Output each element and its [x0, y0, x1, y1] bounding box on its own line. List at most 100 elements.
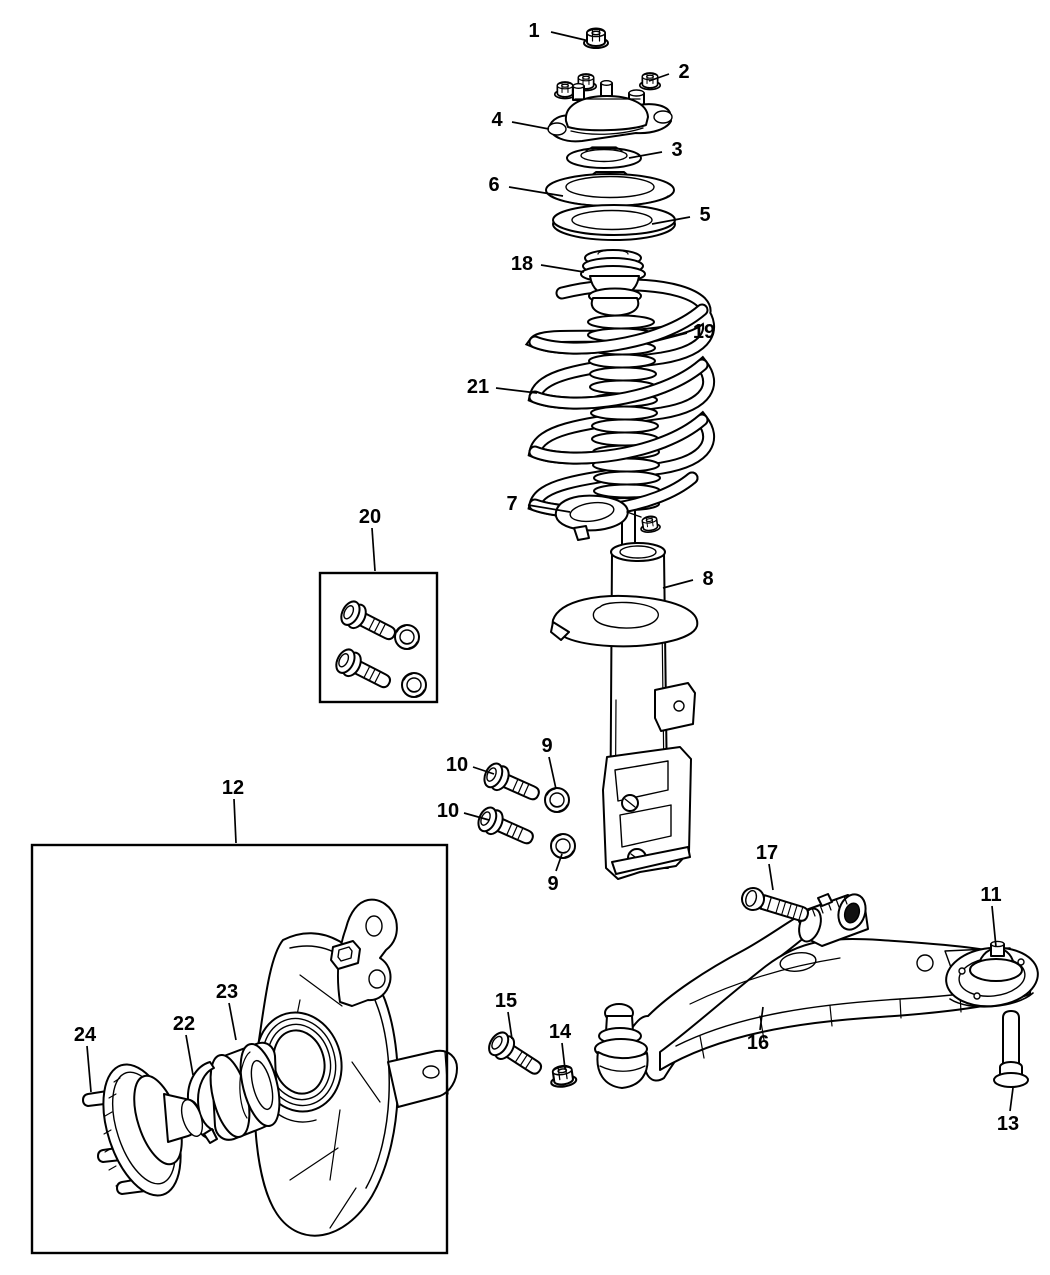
callout-number-c3[interactable]: 3 — [671, 139, 682, 161]
callout-number-c11[interactable]: 11 — [980, 884, 1001, 906]
callout-number-c23[interactable]: 23 — [216, 981, 238, 1003]
callout-number-c13[interactable]: 13 — [997, 1113, 1019, 1135]
callout-number-c8[interactable]: 8 — [702, 568, 713, 590]
wheel-bearing-stroke — [239, 1051, 251, 1119]
control-arm-pivot-bolt-stroke — [766, 896, 772, 912]
callout-c18-jounce-bumper[interactable]: 18 — [511, 253, 585, 275]
callout-c23-wheel-bearing[interactable]: 23 — [216, 981, 238, 1041]
leader-line-c10a — [472, 766, 495, 775]
callout-c10a-strut-to-knuckle-bolt[interactable]: 10 — [446, 754, 495, 776]
strut-mount-stroke — [628, 89, 645, 97]
steering-knuckle-stroke — [365, 915, 383, 937]
steering-knuckle-stroke — [368, 969, 386, 989]
callout-number-c2[interactable]: 2 — [678, 61, 689, 83]
rear-bushing-bolt — [993, 1010, 1029, 1088]
callout-c9a-strut-to-knuckle-nut[interactable]: 9 — [541, 735, 557, 790]
callout-c12-knuckle-and-hub-assembly[interactable]: 12 — [222, 777, 244, 844]
callout-number-c10a[interactable]: 10 — [446, 754, 468, 776]
callout-number-c21[interactable]: 21 — [467, 376, 489, 398]
dust-shield-boot-stroke — [588, 353, 656, 369]
leader-line-c9a — [548, 756, 557, 790]
callout-number-c16[interactable]: 16 — [747, 1032, 769, 1054]
hardware-kit-bolts-stroke — [336, 597, 401, 648]
lower-control-arm — [630, 916, 1033, 1082]
control-arm-rear-end-stroke — [973, 992, 981, 1000]
strut-to-knuckle-nut-lower-stroke — [550, 833, 576, 859]
lower-control-arm-stroke — [916, 954, 934, 972]
strut-stroke — [619, 804, 672, 848]
callout-number-c12[interactable]: 12 — [222, 777, 244, 799]
strut-stroke — [592, 601, 659, 629]
callout-number-c15[interactable]: 15 — [495, 990, 517, 1012]
callout-number-c5[interactable]: 5 — [699, 204, 710, 226]
callout-number-c6[interactable]: 6 — [488, 174, 499, 196]
upper-spring-isolator-stroke — [571, 209, 653, 231]
callout-number-c19[interactable]: 19 — [693, 321, 715, 343]
dust-shield-boot-stroke — [591, 418, 659, 434]
callout-number-c9b[interactable]: 9 — [547, 873, 558, 895]
callout-c15-ball-joint-bolt[interactable]: 15 — [495, 990, 517, 1040]
callout-number-c4[interactable]: 4 — [491, 109, 503, 131]
leader-line-c16 — [759, 1006, 764, 1031]
control-arm-front-bushing-stroke — [817, 893, 833, 907]
callout-c1-strut-mount-nut[interactable]: 1 — [528, 20, 586, 42]
callout-number-c24[interactable]: 24 — [74, 1024, 97, 1046]
callout-c10b-strut-to-knuckle-bolt[interactable]: 10 — [437, 800, 490, 822]
callout-c5-upper-spring-isolator[interactable]: 5 — [651, 204, 711, 226]
callout-number-c20[interactable]: 20 — [359, 506, 381, 528]
callout-c6-upper-spring-seat[interactable]: 6 — [488, 174, 564, 197]
callout-c20-strut-hardware-kit[interactable]: 20 — [359, 506, 381, 572]
wheel-bearing-stroke — [250, 1059, 274, 1111]
leader-line-c14 — [561, 1042, 566, 1070]
callout-number-c17[interactable]: 17 — [756, 842, 778, 864]
ball-joint-bolt — [484, 1027, 548, 1082]
callout-c14-ball-joint-nut[interactable]: 14 — [549, 1021, 572, 1070]
callout-number-c1[interactable]: 1 — [528, 20, 539, 42]
callout-number-c14[interactable]: 14 — [549, 1021, 572, 1043]
callout-c19-dust-shield-boot[interactable]: 19 — [655, 321, 715, 343]
ball-joint-stroke — [599, 1065, 646, 1072]
control-arm-pivot-bolt-stroke — [745, 889, 758, 907]
ball-joint-stroke — [596, 1051, 649, 1089]
dust-shield-boot-stroke — [593, 470, 661, 486]
coil-spring-front-stroke — [530, 305, 707, 353]
strut-mount-nut — [583, 27, 609, 49]
lower-control-arm-stroke — [699, 993, 962, 1059]
upper-spring-isolator — [552, 204, 676, 241]
rear-bushing-bolt-stroke — [993, 1072, 1029, 1088]
callout-c11-control-arm-rear-bushing[interactable]: 11 — [980, 884, 1002, 948]
leader-line-c7 — [527, 504, 571, 513]
callout-number-c10b[interactable]: 10 — [437, 800, 459, 822]
callout-c7-lower-spring-isolator[interactable]: 7 — [506, 493, 571, 515]
callout-number-c9a[interactable]: 9 — [541, 735, 552, 757]
strut — [550, 542, 699, 880]
callout-c24-wheel-hub[interactable]: 24 — [74, 1024, 97, 1093]
callout-c8-strut[interactable]: 8 — [662, 568, 714, 590]
callout-c22-bearing-snap-ring[interactable]: 22 — [173, 1013, 195, 1076]
callout-c13-rear-bushing-bolt[interactable]: 13 — [997, 1087, 1019, 1135]
callout-c2-strut-mount-stud-nut[interactable]: 2 — [648, 61, 690, 83]
callout-c4-strut-mount[interactable]: 4 — [491, 109, 550, 131]
callout-number-c7[interactable]: 7 — [506, 493, 517, 515]
leader-line-c17 — [768, 863, 774, 891]
callout-c9b-strut-to-knuckle-nut[interactable]: 9 — [547, 853, 563, 895]
leader-line-c10b — [463, 812, 490, 821]
jounce-bumper-stroke — [597, 249, 629, 255]
callout-number-c18[interactable]: 18 — [511, 253, 533, 275]
callout-c17-control-arm-pivot-bolt[interactable]: 17 — [756, 842, 778, 891]
strut-stroke — [619, 545, 657, 559]
strut-stroke — [611, 846, 691, 875]
callout-c3-strut-mount-bearing[interactable]: 3 — [628, 139, 683, 161]
strut-mount-stroke — [600, 79, 613, 86]
callout-c16-lower-control-arm[interactable]: 16 — [747, 1006, 769, 1054]
jounce-bumper — [580, 249, 646, 317]
leader-line-c19 — [655, 332, 688, 342]
strut-stroke — [614, 760, 669, 802]
steering-knuckle-stroke — [387, 1049, 458, 1108]
callout-number-c22[interactable]: 22 — [173, 1013, 195, 1035]
dust-shield-boot-stroke — [587, 314, 655, 330]
callout-c21-coil-spring[interactable]: 21 — [467, 376, 538, 398]
dust-shield-boot-stroke — [590, 405, 658, 421]
leader-line-c22 — [185, 1034, 194, 1076]
